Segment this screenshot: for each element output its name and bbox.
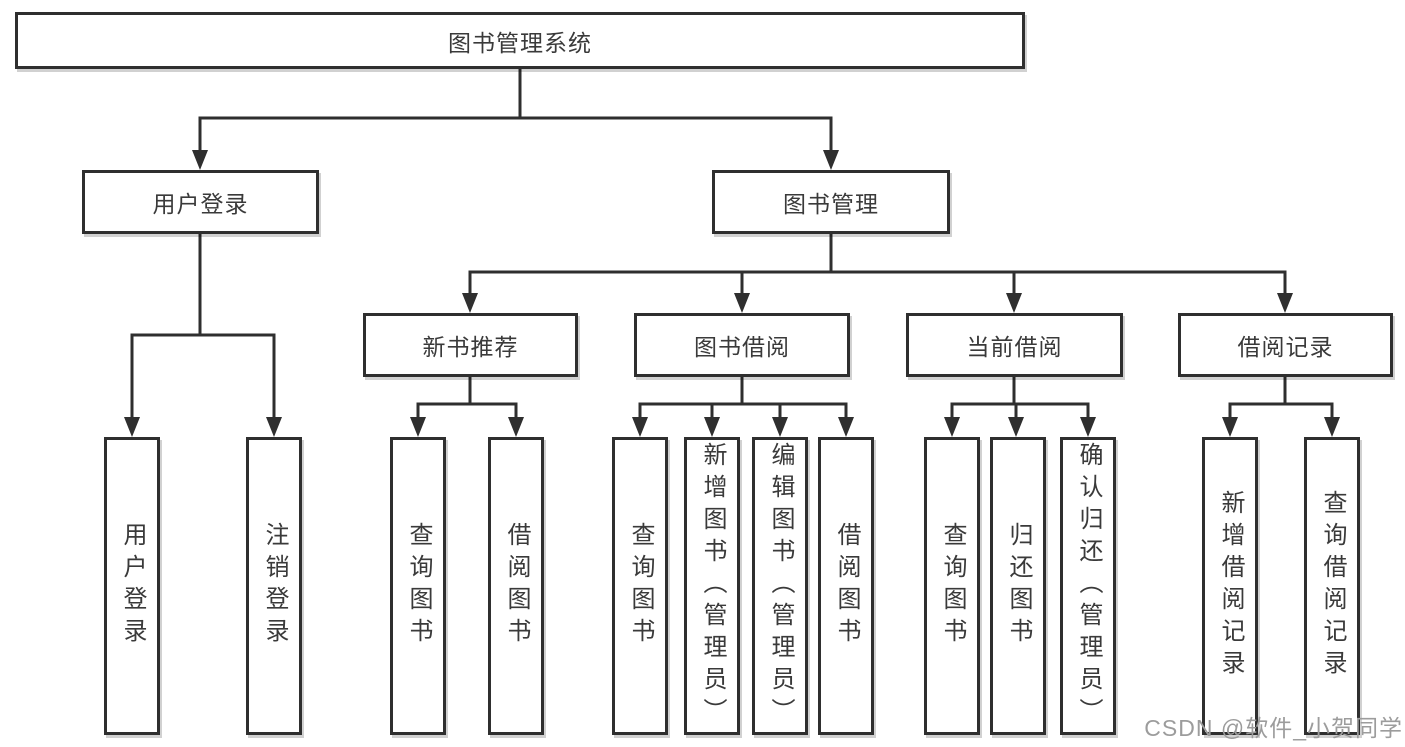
connector-new-book-recommend-to-leaves: [410, 377, 524, 437]
connector-current-borrow-to-leaves: [944, 377, 1096, 437]
node-user-login-label: 用户登录: [152, 191, 249, 217]
csdn-watermark: CSDN @软件_小贺同学: [1144, 715, 1403, 741]
leaf-edit-books-admin-label: 编辑图书（管理员）: [767, 442, 794, 730]
connector-user-login-to-leaves: [124, 234, 282, 437]
leaf-borrow-books-recommend-label: 借阅图书: [503, 522, 530, 650]
connector-borrow-records-to-leaves: [1222, 377, 1340, 437]
node-current-borrow-label: 当前借阅: [966, 334, 1063, 360]
leaf-logout-label: 注销登录: [261, 522, 288, 650]
node-root-system-label: 图书管理系统: [448, 29, 592, 56]
leaf-query-books-current-label: 查询图书: [939, 522, 966, 650]
leaf-borrow-books-label: 借阅图书: [833, 522, 860, 650]
leaf-add-borrow-record-label: 新增借阅记录: [1217, 490, 1244, 682]
node-borrow-records: 借阅记录: [1178, 313, 1393, 377]
leaf-logout: 注销登录: [246, 437, 302, 735]
node-book-borrow-label: 图书借阅: [694, 334, 790, 360]
node-borrow-records-label: 借阅记录: [1237, 334, 1334, 360]
node-book-borrow: 图书借阅: [634, 313, 850, 377]
connector-book-management-to-level3: [462, 234, 1293, 313]
leaf-query-borrow-record-label: 查询借阅记录: [1319, 490, 1346, 682]
leaf-query-books-recommend-label: 查询图书: [405, 522, 432, 650]
node-new-book-recommend: 新书推荐: [363, 313, 578, 377]
node-user-login: 用户登录: [82, 170, 319, 234]
leaf-borrow-books: 借阅图书: [818, 437, 874, 735]
leaf-add-books-admin: 新增图书（管理员）: [684, 437, 740, 735]
leaf-user-login-label: 用户登录: [119, 522, 146, 650]
connector-book-borrow-to-leaves: [632, 377, 854, 437]
leaf-add-borrow-record: 新增借阅记录: [1202, 437, 1258, 735]
leaf-add-books-admin-label: 新增图书（管理员）: [699, 442, 726, 730]
node-current-borrow: 当前借阅: [906, 313, 1123, 377]
leaf-return-books-label: 归还图书: [1005, 522, 1032, 650]
node-book-management-label: 图书管理: [783, 191, 879, 217]
leaf-query-books-recommend: 查询图书: [390, 437, 446, 735]
leaf-query-borrow-record: 查询借阅记录: [1304, 437, 1360, 735]
node-new-book-recommend-label: 新书推荐: [422, 334, 519, 360]
leaf-confirm-return-admin-label: 确认归还（管理员）: [1075, 442, 1102, 730]
leaf-borrow-books-recommend: 借阅图书: [488, 437, 544, 735]
leaf-query-books-borrow: 查询图书: [612, 437, 668, 735]
leaf-edit-books-admin: 编辑图书（管理员）: [752, 437, 808, 735]
connector-root-to-level2: [192, 69, 839, 170]
leaf-user-login: 用户登录: [104, 437, 160, 735]
leaf-return-books: 归还图书: [990, 437, 1046, 735]
node-book-management: 图书管理: [712, 170, 950, 234]
leaf-query-books-borrow-label: 查询图书: [627, 522, 654, 650]
node-root-system: 图书管理系统: [15, 12, 1025, 69]
leaf-confirm-return-admin: 确认归还（管理员）: [1060, 437, 1116, 735]
leaf-query-books-current: 查询图书: [924, 437, 980, 735]
